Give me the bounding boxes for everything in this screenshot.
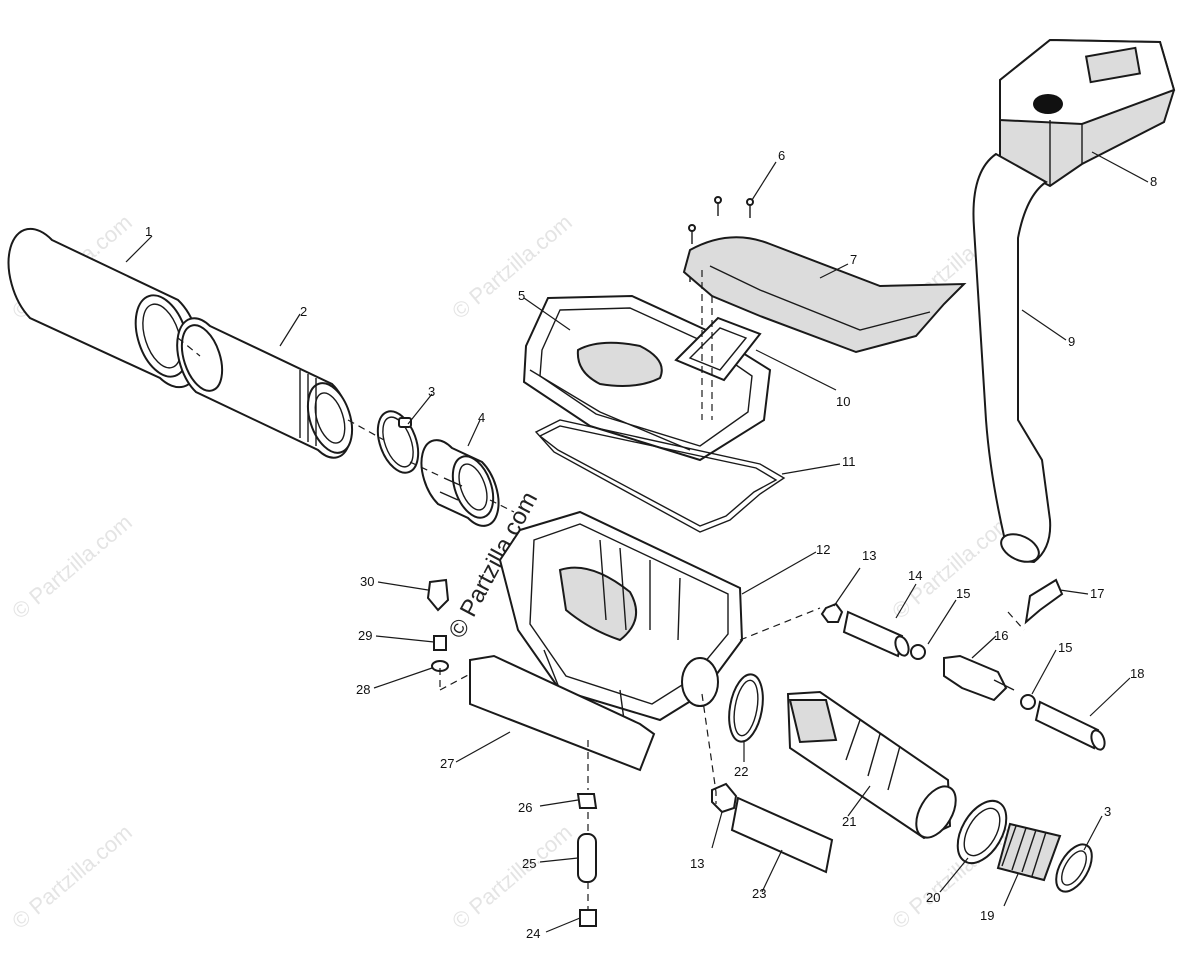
part-14-hose bbox=[842, 610, 910, 658]
callout-29: 29 bbox=[358, 628, 372, 643]
part-9-intake-tube bbox=[972, 152, 1052, 564]
callout-14: 14 bbox=[908, 568, 922, 583]
callout-30: 30 bbox=[360, 574, 374, 589]
callout-11: 11 bbox=[842, 454, 856, 469]
callout-16: 16 bbox=[994, 628, 1008, 643]
part-5-lid bbox=[522, 294, 772, 462]
part-20-ring bbox=[956, 799, 1008, 865]
part-10-lid-gasket bbox=[674, 316, 762, 382]
callout-10: 10 bbox=[836, 394, 850, 409]
part-7-duct-cover bbox=[682, 236, 967, 354]
callout-20: 20 bbox=[926, 890, 940, 905]
part-19-coupler bbox=[996, 822, 1062, 882]
watermark: © Partzilla.com bbox=[7, 819, 137, 933]
part-22-o-ring bbox=[728, 673, 764, 743]
part-18-hose bbox=[1034, 700, 1106, 751]
callout-18: 18 bbox=[1130, 666, 1144, 681]
leader-lines bbox=[125, 151, 1149, 933]
callout-22: 22 bbox=[734, 764, 748, 779]
part-15-clamp-b bbox=[1020, 694, 1036, 710]
callout-13: 13 bbox=[862, 548, 876, 563]
callout-25: 25 bbox=[522, 856, 536, 871]
part-29-bolt bbox=[433, 635, 447, 651]
part-3-clamp-b bbox=[1055, 843, 1093, 893]
part-23-drain-hose bbox=[730, 796, 834, 874]
part-13-cap-bottom bbox=[711, 782, 738, 814]
callout-15-b: 15 bbox=[1058, 640, 1072, 655]
callout-13-b: 13 bbox=[690, 856, 704, 871]
callout-23: 23 bbox=[752, 886, 766, 901]
part-13-cap-top bbox=[820, 602, 844, 623]
callout-28: 28 bbox=[356, 682, 370, 697]
callout-9: 9 bbox=[1068, 334, 1075, 349]
callout-2: 2 bbox=[300, 304, 307, 319]
part-26-clamp bbox=[576, 793, 598, 809]
callout-7: 7 bbox=[850, 252, 857, 267]
callout-5: 5 bbox=[518, 288, 525, 303]
part-8-intake-box bbox=[999, 38, 1176, 188]
callout-labels: 1 2 3 4 5 6 7 8 9 10 11 12 13 14 15 16 1… bbox=[145, 148, 1157, 941]
callout-8: 8 bbox=[1150, 174, 1157, 189]
callout-17: 17 bbox=[1090, 586, 1104, 601]
part-1-prefilter bbox=[7, 227, 202, 389]
callout-24: 24 bbox=[526, 926, 540, 941]
callout-21: 21 bbox=[842, 814, 856, 829]
part-16-vent-valve bbox=[943, 654, 1015, 702]
part-24-drain-plug bbox=[579, 909, 597, 927]
callout-1: 1 bbox=[145, 224, 152, 239]
part-3-clamp bbox=[376, 410, 420, 474]
callout-27: 27 bbox=[440, 756, 454, 771]
part-15-clamp-a bbox=[910, 644, 926, 660]
part-27-shield bbox=[469, 654, 656, 772]
part-21-outlet-boot bbox=[786, 690, 957, 840]
callout-12: 12 bbox=[816, 542, 830, 557]
watermark: © Partzilla.com bbox=[7, 509, 137, 623]
part-30-bracket bbox=[426, 578, 450, 612]
part-25-drain-tube bbox=[577, 833, 597, 883]
callout-3-b: 3 bbox=[1104, 804, 1111, 819]
alignment-lines bbox=[177, 270, 1025, 910]
callout-4: 4 bbox=[478, 410, 485, 425]
part-4-adapter bbox=[420, 439, 500, 527]
part-12-airbox bbox=[498, 510, 744, 722]
part-17-clip bbox=[1024, 578, 1064, 625]
callout-15: 15 bbox=[956, 586, 970, 601]
callout-26: 26 bbox=[518, 800, 532, 815]
callout-19: 19 bbox=[980, 908, 994, 923]
watermark: © Partzilla.com bbox=[447, 819, 577, 933]
callout-6: 6 bbox=[778, 148, 785, 163]
part-11-seal bbox=[534, 419, 786, 533]
part-2-air-filter bbox=[176, 317, 354, 459]
callout-3: 3 bbox=[428, 384, 435, 399]
